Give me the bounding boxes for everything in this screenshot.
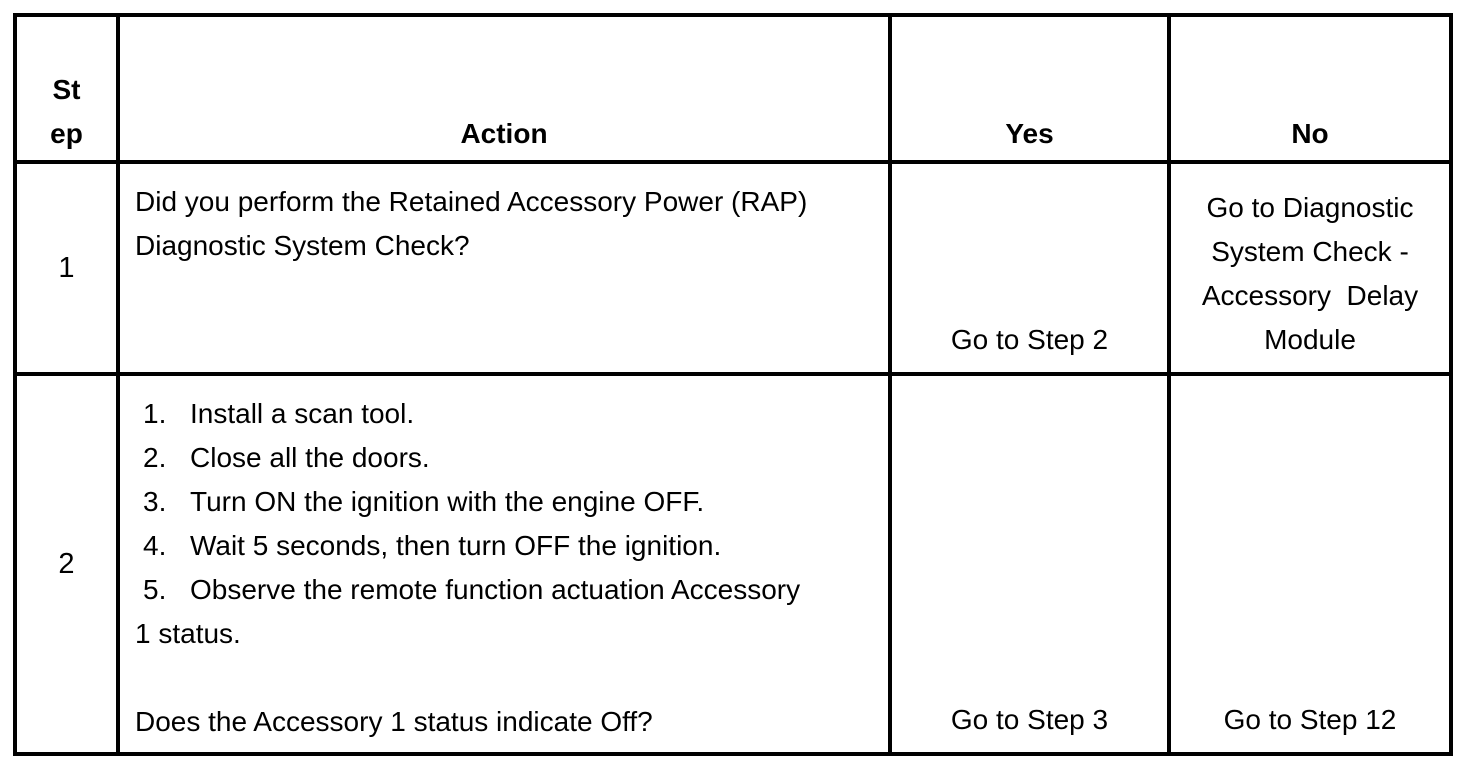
header-row: St ep Action Yes No	[13, 13, 1453, 164]
yes-cell: Go to Step 2	[888, 160, 1171, 376]
list-item-number: 4.	[143, 530, 167, 561]
header-cell-no: No	[1167, 13, 1453, 164]
header-cell-yes: Yes	[888, 13, 1171, 164]
action-list-item: 2. Close all the doors.	[135, 436, 868, 480]
list-item-number: 1.	[143, 398, 167, 429]
action-cell: Did you perform the Retained Accessory P…	[116, 160, 892, 376]
action-continuation-line: 1 status.	[135, 618, 241, 649]
no-cell: Go to Diagnostic System Check - Accessor…	[1167, 160, 1453, 376]
no-cell: Go to Step 12	[1167, 372, 1453, 756]
action-list-item: 4. Wait 5 seconds, then turn OFF the igni…	[135, 524, 868, 568]
list-item-number: 5.	[143, 574, 167, 605]
table-row: 2 1. Install a scan tool. 2. Close all the…	[13, 372, 1453, 756]
list-item-text: Observe the remote function actuation Ac…	[190, 574, 801, 605]
list-item-number: 3.	[143, 486, 167, 517]
step-number-cell: 1	[13, 160, 120, 376]
header-cell-step: St ep	[13, 13, 120, 164]
action-question: Does the Accessory 1 status indicate Off…	[135, 706, 653, 737]
list-item-text: Wait 5 seconds, then turn OFF the igniti…	[190, 530, 722, 561]
header-cell-action: Action	[116, 13, 892, 164]
action-list-item: 1. Install a scan tool.	[135, 392, 868, 436]
list-item-number: 2.	[143, 442, 167, 473]
step-number-cell: 2	[13, 372, 120, 756]
action-list-item: 5. Observe the remote function actuation …	[135, 568, 868, 612]
list-item-text: Turn ON the ignition with the engine OFF…	[190, 486, 705, 517]
yes-cell: Go to Step 3	[888, 372, 1171, 756]
diagnostic-steps-table: St ep Action Yes No 1 Did you perform th…	[13, 13, 1453, 756]
table-row: 1 Did you perform the Retained Accessory…	[13, 160, 1453, 376]
action-list-item: 3. Turn ON the ignition with the engine O…	[135, 480, 868, 524]
list-item-text: Install a scan tool.	[190, 398, 415, 429]
action-cell: 1. Install a scan tool. 2. Close all the d…	[116, 372, 892, 756]
list-item-text: Close all the doors.	[190, 442, 430, 473]
